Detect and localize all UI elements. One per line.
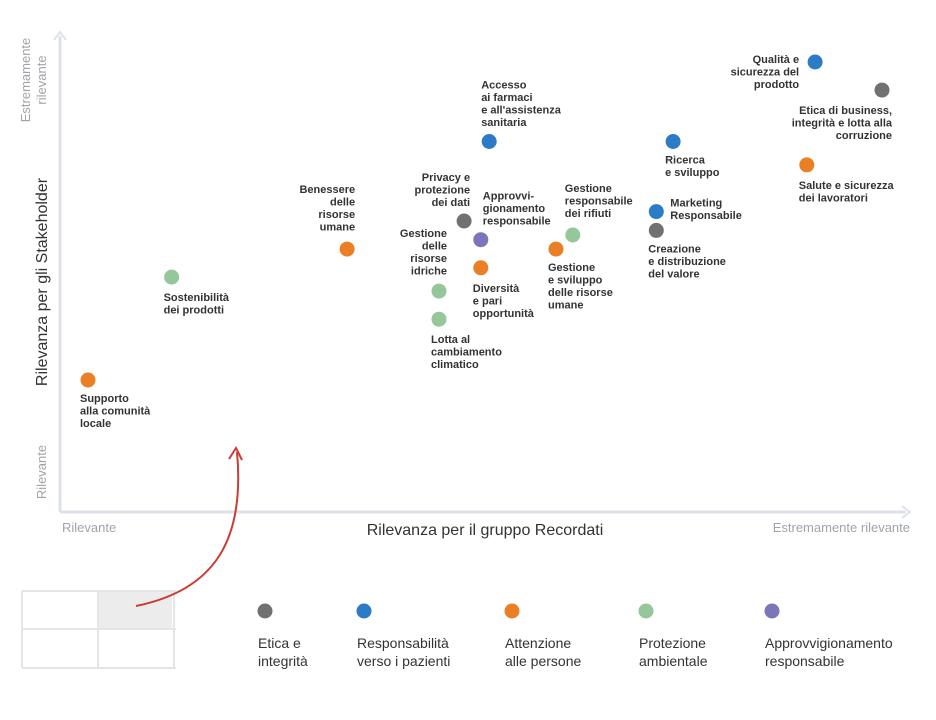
x-tick-high: Estremamente rilevante	[773, 520, 910, 535]
y-axis-arrowhead	[53, 30, 67, 41]
axes	[53, 30, 912, 519]
svg-text:rilevante: rilevante	[34, 55, 49, 104]
callout-arrow-curve	[135, 451, 240, 607]
data-point	[431, 311, 447, 327]
x-axis-arrowhead	[901, 505, 912, 519]
data-point	[565, 227, 581, 243]
data-point	[473, 260, 489, 276]
data-point	[665, 134, 681, 149]
legend-swatch	[764, 603, 780, 619]
callout-arrow	[135, 445, 243, 607]
data-point	[548, 241, 564, 257]
data-point-label: Etica di business,integrità e lotta alla…	[792, 105, 893, 142]
data-point	[164, 269, 180, 285]
data-point	[80, 372, 96, 388]
data-point	[339, 241, 355, 257]
data-point	[799, 157, 815, 173]
quadrant-highlight	[98, 591, 172, 629]
legend-swatch	[257, 603, 273, 619]
data-point	[473, 232, 489, 248]
x-axis-title: Rilevanza per il gruppo Recordati	[367, 522, 604, 539]
legend-swatch	[638, 603, 654, 619]
data-point	[648, 204, 664, 220]
data-point	[481, 134, 497, 149]
y-tick-low: Rilevante	[34, 445, 49, 499]
data-point	[431, 283, 447, 299]
data-point	[874, 82, 890, 98]
quadrant-minimap	[21, 590, 176, 669]
legend-swatch	[504, 603, 520, 619]
svg-text:Estremamente: Estremamente	[18, 38, 33, 123]
data-point	[648, 222, 664, 238]
x-tick-low: Rilevante	[62, 520, 116, 535]
legend-swatch	[356, 603, 372, 619]
y-axis-title: Rilevanza per gli Stakeholder	[34, 177, 51, 386]
y-tick-high: Estremamente rilevante	[18, 38, 49, 123]
callout-arrow-head	[228, 445, 243, 461]
data-point	[807, 54, 823, 70]
data-point	[456, 213, 472, 229]
